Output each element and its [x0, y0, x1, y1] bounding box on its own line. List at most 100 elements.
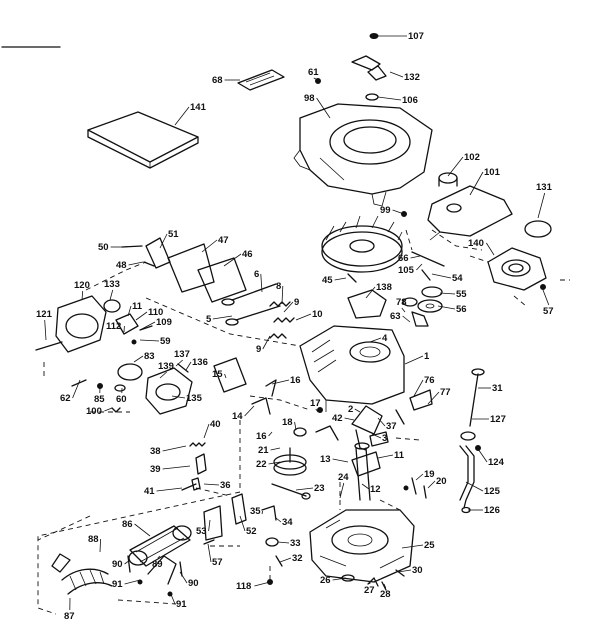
- leader-line-24: [339, 482, 345, 499]
- leader-line-125: [465, 481, 484, 492]
- muffler-part: [128, 525, 192, 567]
- part-label-105: 105: [398, 265, 415, 276]
- leader-line-6: [260, 273, 263, 293]
- leader-line-101: [469, 171, 484, 196]
- leader-line-46: [223, 253, 242, 267]
- part-label-16: 16: [256, 431, 267, 442]
- leader-line-86: [134, 523, 151, 537]
- leader-line-105: [416, 263, 423, 271]
- leader-line-77: [427, 391, 440, 405]
- part-label-118: 118: [236, 581, 251, 592]
- leader-line-30: [397, 569, 412, 573]
- leader-line-98: [316, 97, 331, 119]
- part-label-25: 25: [424, 540, 435, 551]
- part-label-126: 126: [484, 505, 500, 516]
- part-label-32: 32: [292, 553, 303, 564]
- leader-line-19: [415, 473, 424, 481]
- leader-line-32: [279, 557, 292, 563]
- leader-line-45: [334, 277, 347, 281]
- leader-line-37: [377, 417, 386, 427]
- leader-line-121: [44, 319, 47, 341]
- leader-line-106: [377, 96, 402, 101]
- part-label-106: 106: [402, 95, 418, 106]
- part-label-34: 34: [282, 517, 293, 528]
- governor-link-part: [251, 397, 271, 415]
- part-label-41: 41: [144, 486, 155, 497]
- exhaust-flex-pipe-part: [51, 553, 113, 595]
- muffler-mount-parts: [127, 555, 183, 597]
- leader-line-110: [135, 311, 148, 321]
- part-label-35: 35: [250, 506, 261, 517]
- part-label-47: 47: [218, 235, 229, 246]
- leader-line-23: [295, 487, 314, 491]
- governor-small-parts: [189, 442, 207, 475]
- sump-bottom-parts: [341, 569, 405, 591]
- part-label-14: 14: [232, 411, 243, 422]
- leader-line-91: [124, 579, 141, 585]
- part-label-15: 15: [212, 369, 223, 380]
- leader-line-3: [371, 433, 382, 439]
- gasket-linkage-parts: [213, 357, 277, 397]
- part-label-22: 22: [256, 459, 267, 470]
- part-label-19: 19: [424, 469, 435, 480]
- leader-line-15: [224, 373, 227, 379]
- leader-line-42: [344, 417, 355, 421]
- part-label-86: 86: [122, 519, 133, 530]
- part-label-90: 90: [188, 578, 199, 589]
- part-label-6: 6: [254, 269, 259, 280]
- leader-line-11: [377, 454, 394, 459]
- part-label-98: 98: [304, 93, 315, 104]
- leader-line-118: [254, 581, 271, 587]
- flywheel-part: [321, 215, 403, 273]
- part-label-85: 85: [94, 394, 105, 405]
- part-label-110: 110: [148, 307, 163, 318]
- part-label-66: 66: [398, 253, 409, 264]
- part-label-100: 100: [86, 406, 102, 417]
- part-label-57: 57: [543, 306, 554, 317]
- part-label-9: 9: [294, 297, 299, 308]
- part-label-17: 17: [310, 398, 321, 409]
- part-label-61: 61: [308, 67, 319, 78]
- part-label-30: 30: [412, 565, 423, 576]
- leader-line-55: [439, 292, 456, 295]
- leader-line-138: [365, 286, 376, 299]
- part-label-21: 21: [258, 445, 269, 456]
- part-label-12: 12: [370, 484, 381, 495]
- governor-shaft-parts: [181, 477, 201, 491]
- leader-line-54: [431, 273, 452, 279]
- leader-line-2: [354, 408, 361, 413]
- leader-line-48: [128, 261, 144, 266]
- leader-line-76: [413, 379, 424, 397]
- part-label-33: 33: [290, 538, 301, 549]
- part-label-138: 138: [376, 282, 392, 293]
- part-label-141: 141: [190, 102, 207, 113]
- leader-lines: [44, 35, 550, 611]
- part-label-45: 45: [322, 275, 333, 286]
- crankshaft-part: [351, 442, 381, 501]
- leader-line-53: [208, 519, 211, 532]
- leader-line-51: [159, 233, 168, 249]
- part-label-52: 52: [246, 526, 257, 537]
- leader-line-89: [157, 555, 161, 559]
- leader-line-109: [139, 321, 156, 331]
- leader-line-135: [171, 395, 186, 399]
- part-label-2: 2: [348, 404, 353, 415]
- part-label-125: 125: [484, 486, 501, 497]
- leader-line-83: [133, 355, 144, 363]
- valve-parts: [221, 283, 281, 326]
- small-screws: [347, 269, 431, 283]
- starter-part: [487, 247, 547, 291]
- leader-line-18: [294, 421, 297, 431]
- leader-line-21: [270, 447, 281, 451]
- decal-plate-part: [237, 69, 285, 91]
- leader-line-47: [201, 239, 218, 253]
- mounting-plate-parts: [121, 237, 247, 303]
- muffler-bracket-parts: [203, 493, 247, 545]
- leader-line-11: [127, 305, 132, 317]
- leader-line-131: [537, 192, 546, 219]
- stop-switch-part: [411, 251, 445, 267]
- leader-line-35: [261, 510, 263, 515]
- part-label-20: 20: [436, 476, 447, 487]
- part-label-140: 140: [468, 238, 484, 249]
- leader-line-52: [239, 515, 246, 532]
